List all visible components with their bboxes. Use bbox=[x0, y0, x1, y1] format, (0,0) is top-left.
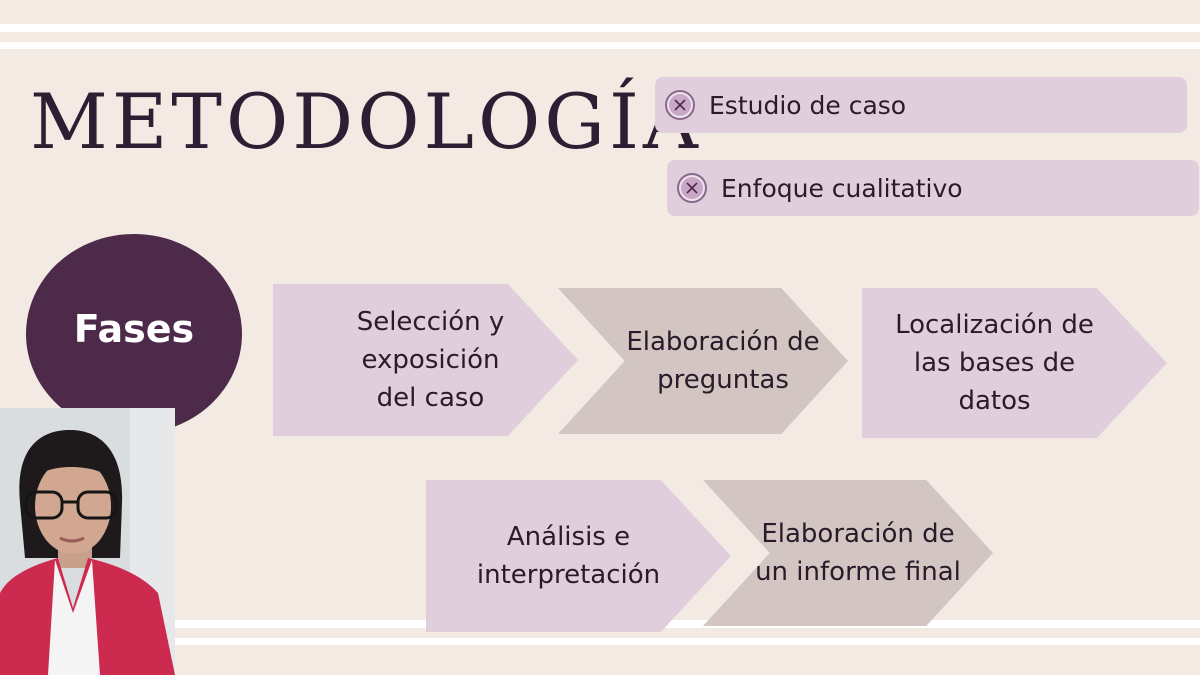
phase-label: Localización de las bases de datos bbox=[882, 306, 1107, 420]
phases-label: Fases bbox=[74, 307, 194, 351]
top-stripe-2 bbox=[0, 42, 1200, 49]
slide-title: METODOLOGÍA bbox=[30, 72, 702, 172]
tag-estudio-de-caso: Estudio de caso bbox=[655, 77, 1187, 133]
bottom-stripe-2 bbox=[0, 638, 1200, 645]
tag-label: Enfoque cualitativo bbox=[721, 174, 963, 203]
tag-label: Estudio de caso bbox=[709, 91, 906, 120]
phase-label: Elaboración de un informe final bbox=[748, 515, 968, 591]
tag-enfoque-cualitativo: Enfoque cualitativo bbox=[667, 160, 1199, 216]
phase-chevron-1: Selección y exposición del caso bbox=[273, 284, 578, 436]
phase-chevron-4: Análisis e interpretación bbox=[426, 480, 731, 632]
phases-circle: Fases bbox=[26, 234, 242, 434]
phase-label: Selección y exposición del caso bbox=[343, 303, 518, 417]
phase-chevron-2: Elaboración de preguntas bbox=[558, 288, 848, 434]
top-stripe-1 bbox=[0, 24, 1200, 32]
phase-label: Análisis e interpretación bbox=[466, 518, 671, 594]
presenter-avatar bbox=[0, 408, 175, 675]
phase-label: Elaboración de preguntas bbox=[618, 323, 828, 399]
phase-chevron-3: Localización de las bases de datos bbox=[862, 288, 1167, 438]
presenter-webcam bbox=[0, 408, 175, 675]
circle-x-icon bbox=[677, 173, 707, 203]
circle-x-icon bbox=[665, 90, 695, 120]
phase-chevron-5: Elaboración de un informe final bbox=[703, 480, 993, 626]
